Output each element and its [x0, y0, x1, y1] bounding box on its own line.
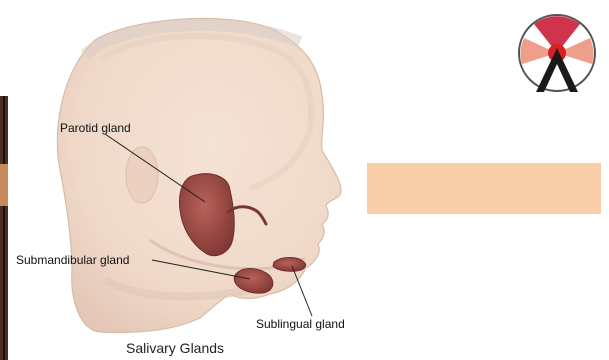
- red-triangle-circle-logo-icon: [514, 12, 600, 94]
- sublingual-label: Sublingual gland: [256, 317, 345, 331]
- diagram-caption: Salivary Glands: [126, 340, 224, 356]
- peach-placeholder-box: [367, 163, 601, 214]
- sublingual-gland: [273, 258, 306, 272]
- parotid-label: Parotid gland: [60, 121, 131, 135]
- ear: [126, 147, 158, 203]
- submandibular-label: Submandibular gland: [16, 253, 129, 267]
